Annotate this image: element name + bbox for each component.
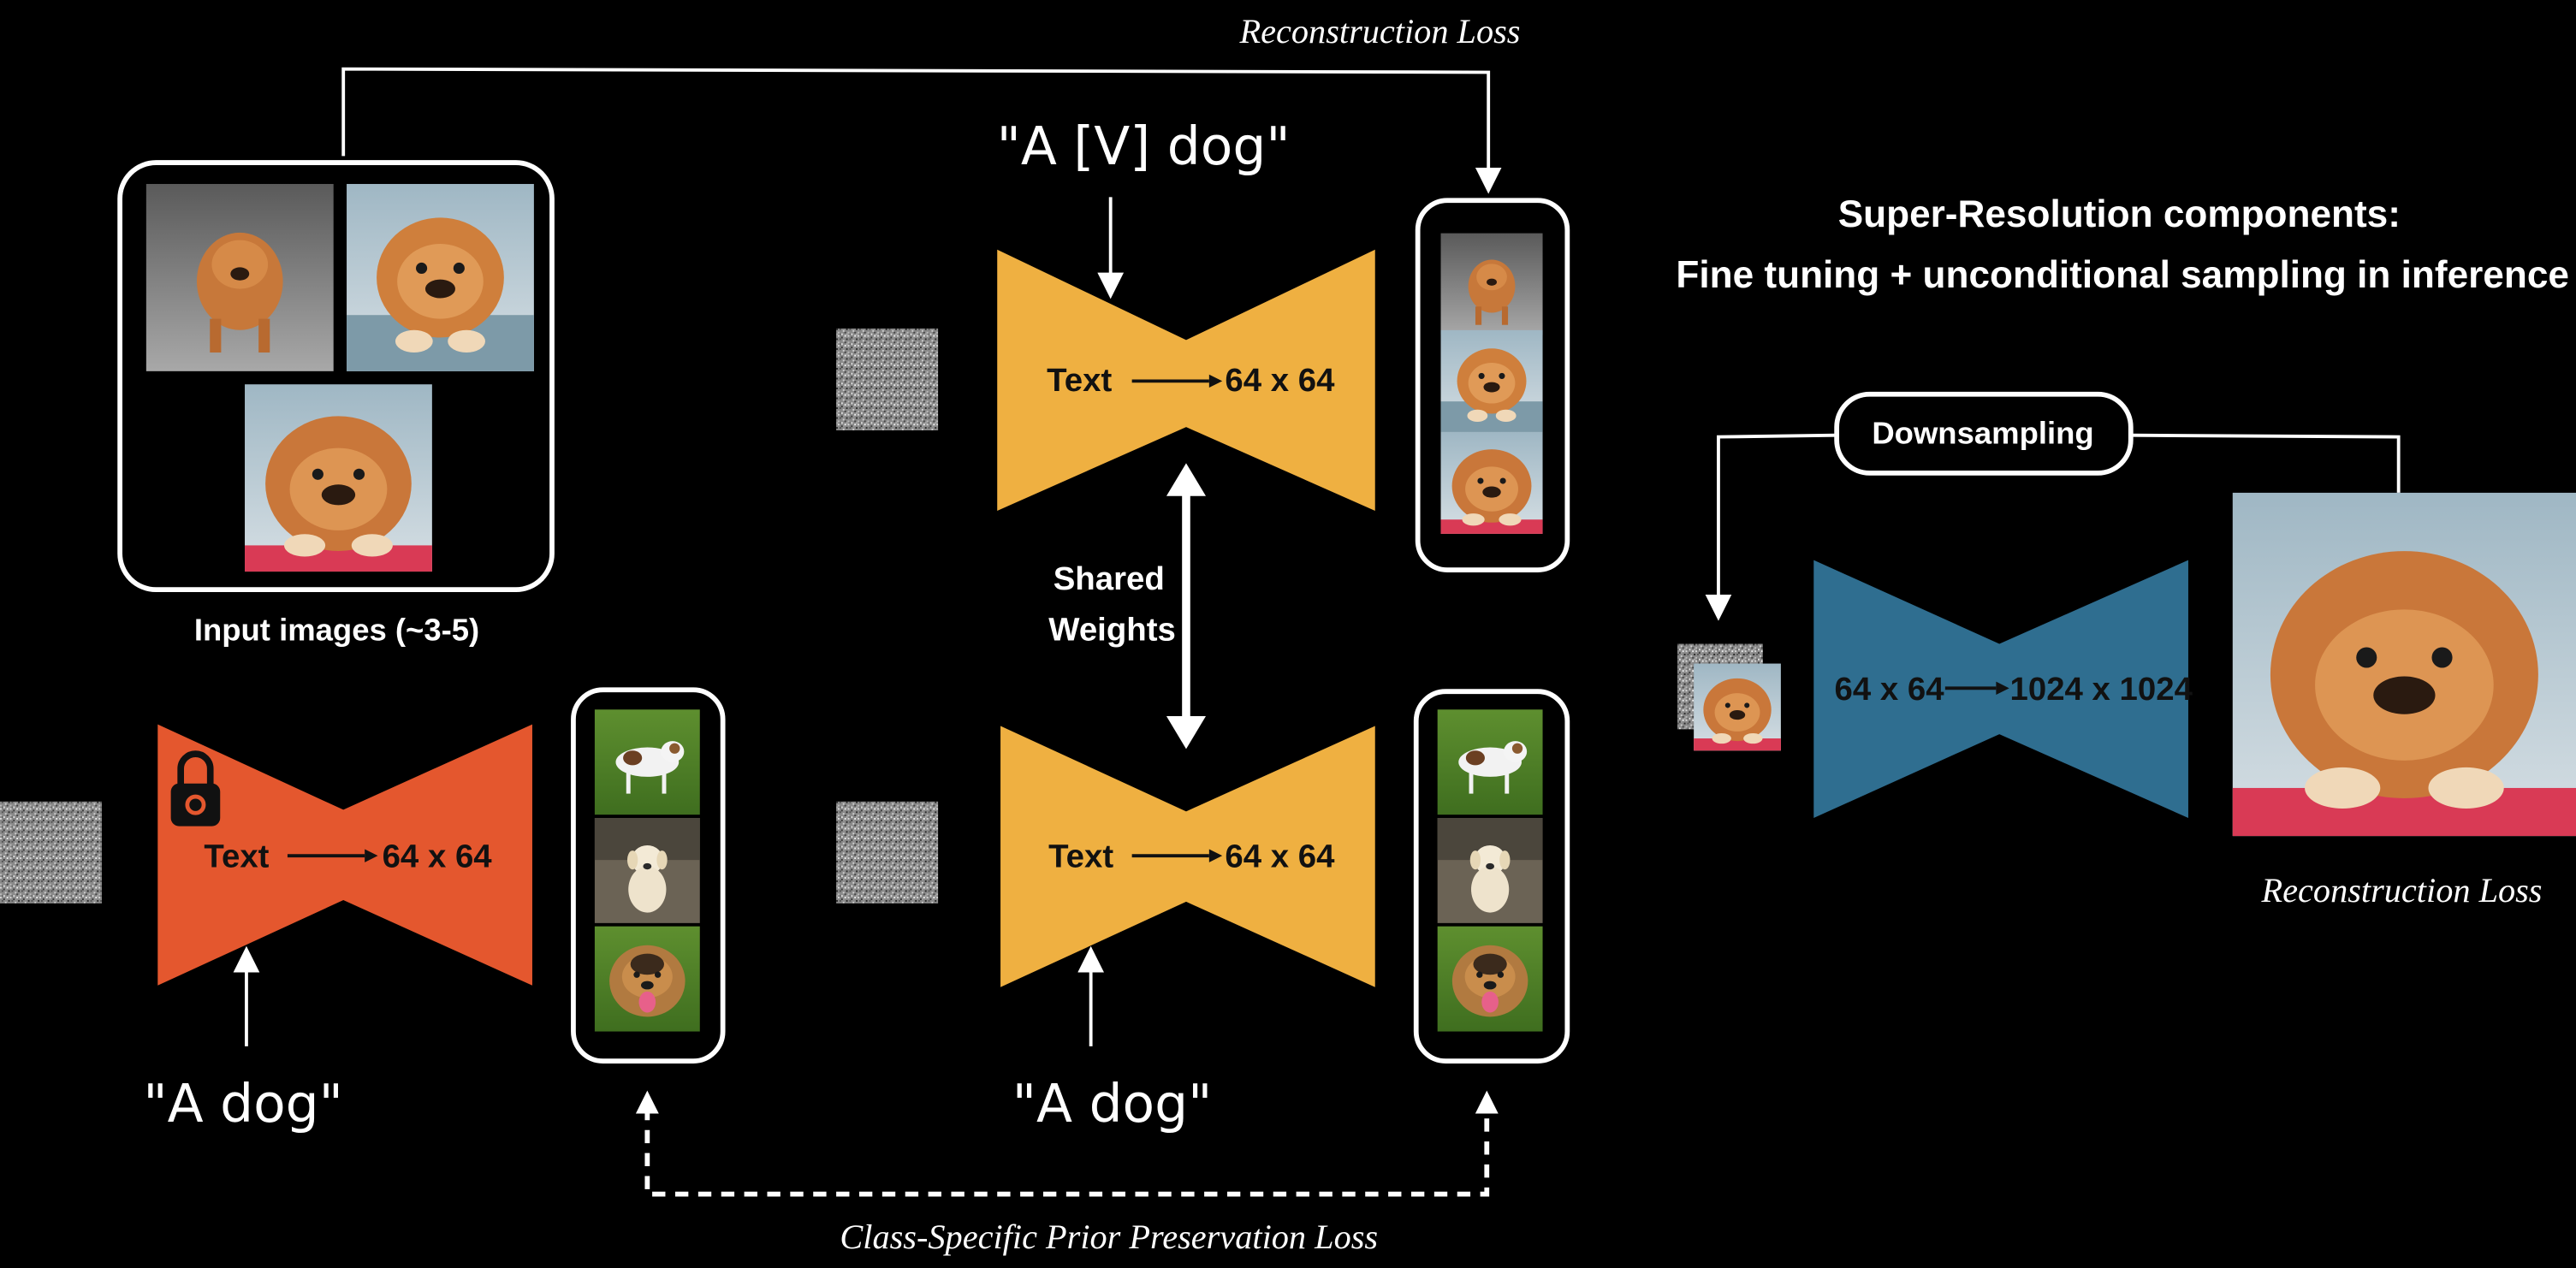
frozen-input-label: Text [204, 838, 269, 875]
shared-weights-line1: Shared [1054, 560, 1165, 597]
noise-icon [836, 328, 939, 430]
model-bottom-input-label: Text [1048, 838, 1113, 875]
superres-output-label: 1024 x 1024 [2010, 671, 2193, 708]
prompt-instance-label: "A [V] dog" [997, 116, 1291, 177]
input-images-panel [117, 160, 555, 593]
model-top-output-label: 64 x 64 [1225, 362, 1335, 399]
reconstruction-loss-right-label: Reconstruction Loss [2261, 871, 2543, 910]
superres-title-line2: Fine tuning + unconditional sampling in … [1676, 254, 2569, 296]
downsampling-arrow-in [1705, 433, 1837, 621]
shared-weights-line2: Weights [1048, 612, 1176, 649]
downsampling-arrow-out [2130, 433, 2401, 493]
input-images-label: Input images (~3-5) [194, 613, 479, 648]
superres-input-label: 64 x 64 [1835, 671, 1945, 708]
dog-image-icon [1694, 663, 1781, 751]
superres-output-image [2232, 492, 2576, 837]
frozen-output-label: 64 x 64 [383, 838, 493, 875]
prompt-class-mid-label: "A dog" [1012, 1074, 1213, 1135]
input-dog-image-3 [245, 384, 432, 572]
model-top-input-label: Text [1047, 362, 1112, 399]
downsampling-label: Downsampling [1872, 415, 2093, 450]
noise-icon [836, 801, 939, 904]
input-dog-image-2 [347, 184, 534, 371]
downsampling-button: Downsampling [1834, 391, 2134, 476]
top-loss-connector [341, 67, 1502, 194]
input-dog-image-1 [145, 184, 334, 371]
prompt-class-left-label: "A dog" [143, 1074, 343, 1135]
class-prior-loss-label: Class-Specific Prior Preservation Loss [840, 1218, 1378, 1256]
output-panel-top [1415, 198, 1570, 573]
reconstruction-loss-top-label: Reconstruction Loss [1239, 12, 1521, 50]
output-panel-bottom-right [1413, 689, 1570, 1064]
lock-icon [170, 750, 221, 827]
class-prior-loss-connector [635, 1090, 1499, 1197]
noise-icon [0, 801, 103, 904]
model-bottom-output-label: 64 x 64 [1225, 838, 1335, 875]
superres-title-line1: Super-Resolution components: [1838, 193, 2401, 235]
output-panel-bottom-left [571, 687, 726, 1064]
